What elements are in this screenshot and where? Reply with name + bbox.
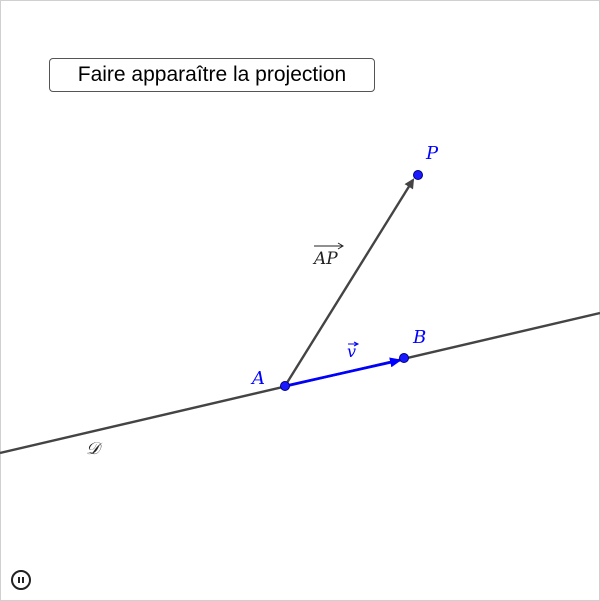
point-b[interactable] <box>399 353 409 363</box>
pause-button[interactable] <box>11 570 31 590</box>
pause-icon <box>18 577 20 583</box>
pause-icon-bar <box>22 577 24 583</box>
point-p[interactable] <box>413 170 423 180</box>
point-a[interactable] <box>280 381 290 391</box>
vector-ap-overarrow-head <box>337 242 344 250</box>
vector-v-label-group: v <box>347 341 360 361</box>
show-projection-button[interactable]: Faire apparaître la projection <box>49 58 375 92</box>
vector-v[interactable] <box>284 357 402 388</box>
vector-v-label: v <box>347 342 356 361</box>
point-p-label: P <box>425 143 439 164</box>
vector-ap-label-group: AP <box>312 242 344 269</box>
vector-ap-label: AP <box>312 249 338 269</box>
line-d-label: 𝒟 <box>86 439 103 459</box>
vector-ap[interactable] <box>283 178 415 387</box>
point-a-label: A <box>250 368 265 389</box>
vector-v-overarrow-head <box>353 341 360 347</box>
point-b-label: B <box>412 327 426 348</box>
